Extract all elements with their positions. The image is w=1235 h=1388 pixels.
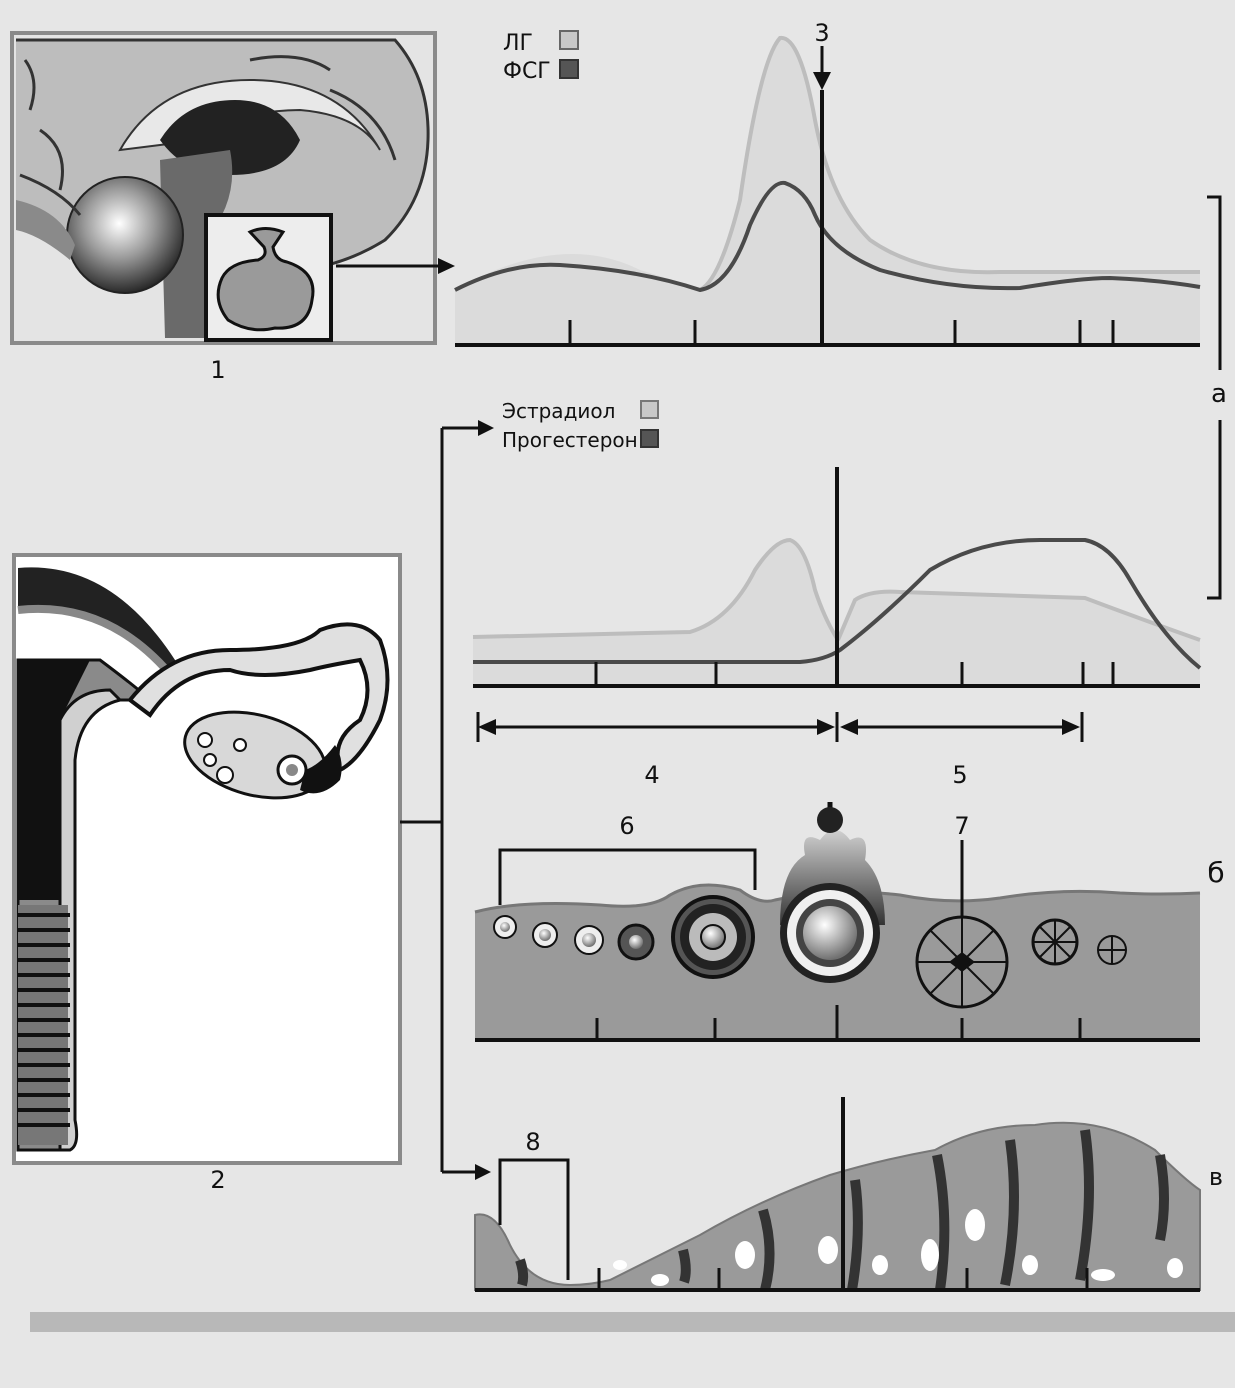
label-5: 5 bbox=[952, 761, 967, 789]
label-7: 7 bbox=[954, 812, 969, 840]
legend-estradiol-label: Эстрадиол bbox=[502, 399, 615, 423]
label-v: в bbox=[1209, 1163, 1223, 1191]
legend-estradiol-swatch bbox=[641, 401, 658, 418]
reproductive-organs-panel bbox=[14, 555, 400, 1163]
bottom-strip bbox=[30, 1312, 1235, 1332]
label-1: 1 bbox=[210, 356, 225, 384]
bracket-a: а bbox=[1207, 197, 1227, 598]
ovulating-follicle bbox=[780, 802, 885, 983]
brain-panel: 1 bbox=[12, 33, 455, 384]
endometrium-panel: 8 в bbox=[475, 1097, 1223, 1290]
organ-connectors bbox=[400, 420, 494, 1180]
cervix-ridges bbox=[18, 905, 70, 1145]
follicle-panel: 6 7 б bbox=[475, 802, 1225, 1040]
legend-fsh-swatch bbox=[560, 60, 578, 78]
label-b: б bbox=[1207, 856, 1224, 889]
legend-fsh-label: ФСГ bbox=[503, 59, 551, 84]
legend-progesterone-label: Прогестерон bbox=[502, 428, 638, 452]
legend-lh-swatch bbox=[560, 31, 578, 49]
label-8: 8 bbox=[525, 1128, 540, 1156]
legend-lh-label: ЛГ bbox=[503, 31, 533, 56]
ovarian-hormone-chart: Эстрадиол Прогестерон bbox=[473, 399, 1200, 686]
label-6: 6 bbox=[619, 812, 634, 840]
label-3: 3 bbox=[814, 19, 829, 47]
legend-progesterone-swatch bbox=[641, 430, 658, 447]
label-a: а bbox=[1211, 379, 1227, 409]
label-4: 4 bbox=[644, 761, 659, 789]
gonadotropin-chart: 3 ЛГ ФСГ bbox=[455, 19, 1200, 345]
phase-arrows: 4 5 bbox=[478, 712, 1082, 789]
label-2: 2 bbox=[210, 1166, 225, 1194]
